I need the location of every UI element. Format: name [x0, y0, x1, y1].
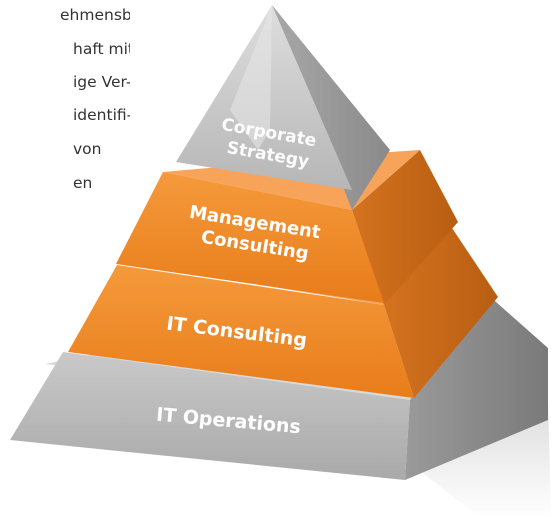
intro-line-1: ehmensbe-: [60, 6, 130, 24]
intro-line-5: von: [73, 140, 102, 158]
intro-line-4: identifi-: [73, 106, 130, 124]
level-it-operations-front: [10, 352, 410, 480]
level-management-consulting-front: [116, 172, 384, 303]
level-corporate-strategy: [176, 5, 390, 210]
level-it-consulting-front: [68, 265, 414, 398]
level-management-consulting-side: [352, 150, 458, 305]
level-corporate-strategy-highlight: [230, 5, 272, 150]
level-it-consulting-side: [384, 222, 498, 398]
intro-text: ehmensbe- haft mit ige Ver- identifi- vo…: [0, 0, 130, 220]
intro-line-3: ige Ver-: [73, 73, 130, 91]
intro-line-2: haft mit: [73, 40, 130, 58]
level-it-operations-side: [405, 286, 548, 480]
intro-line-6: en: [73, 174, 93, 192]
level-corporate-strategy-side: [272, 5, 390, 210]
